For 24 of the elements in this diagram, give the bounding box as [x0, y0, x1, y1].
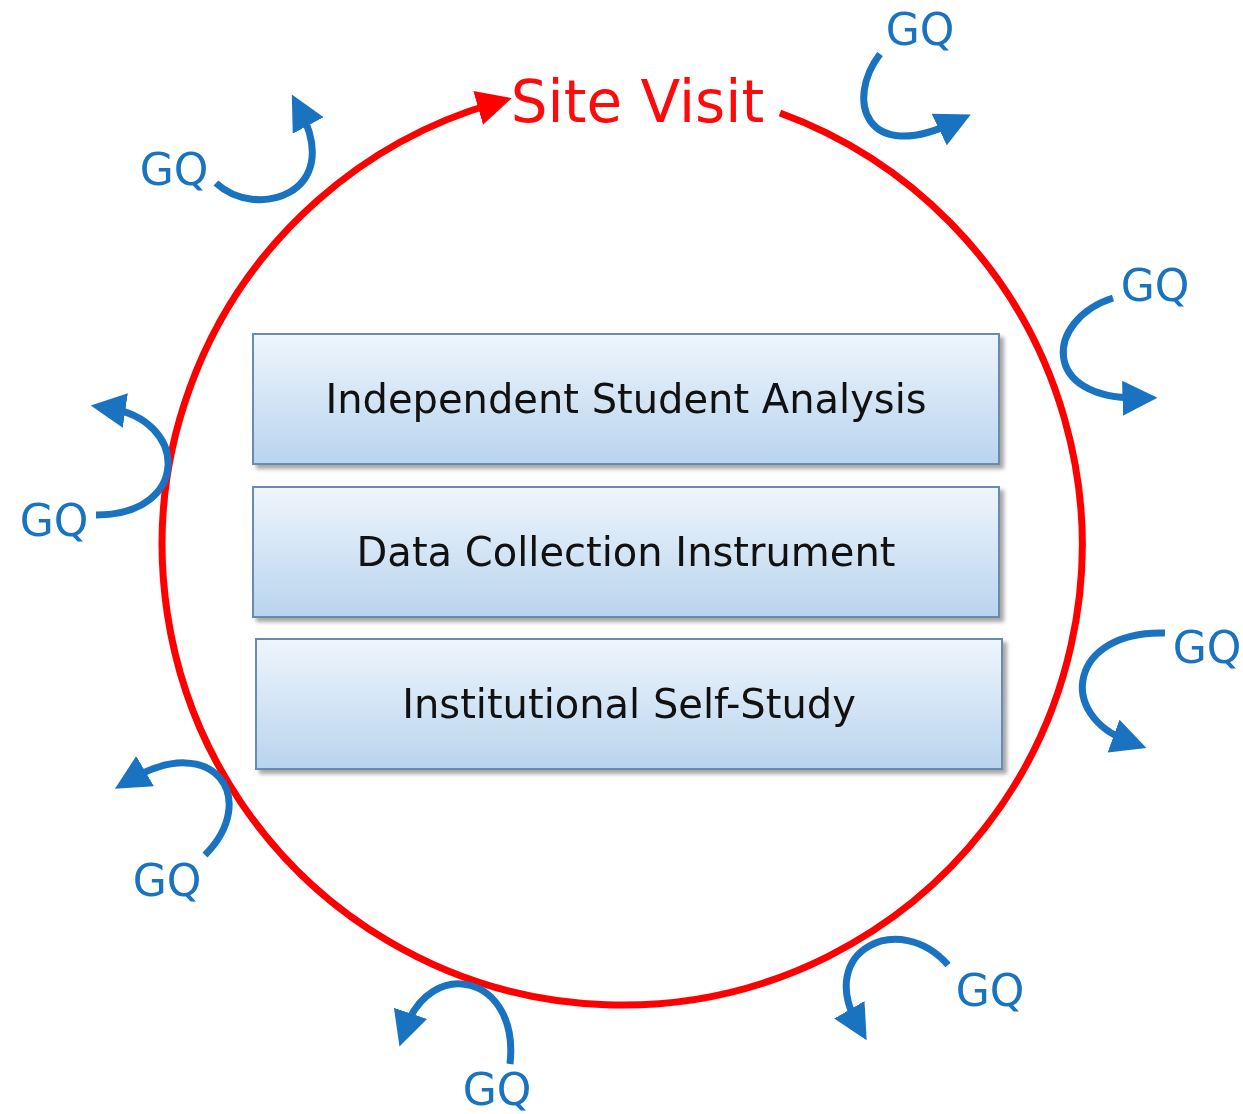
node-label: GQ [132, 854, 202, 906]
box-label: Institutional Self-Study [402, 681, 856, 727]
curved-arrow [396, 980, 514, 1065]
process-box [252, 333, 1000, 465]
node-label: GQ [1120, 259, 1190, 311]
curved-arrow [860, 52, 972, 145]
curved-arrow [1060, 294, 1158, 415]
process-box [252, 486, 1000, 618]
curved-arrow [213, 93, 323, 203]
node-label: GQ [139, 143, 209, 195]
box-label: Data Collection Instrument [356, 529, 896, 575]
node-label: GQ [19, 494, 89, 546]
node-label: GQ [885, 3, 955, 55]
curved-arrow [834, 936, 951, 1041]
cycle-arrow [159, 92, 1085, 1008]
node-label: GQ [1172, 621, 1242, 673]
box-label: Independent Student Analysis [325, 376, 927, 422]
curved-arrow [1079, 629, 1166, 751]
curved-arrow [114, 756, 233, 858]
heading-text: Site Visit [510, 68, 765, 136]
process-box [255, 638, 1003, 770]
node-label: GQ [462, 1063, 532, 1114]
curved-arrow [91, 395, 172, 519]
node-label: GQ [955, 964, 1025, 1016]
